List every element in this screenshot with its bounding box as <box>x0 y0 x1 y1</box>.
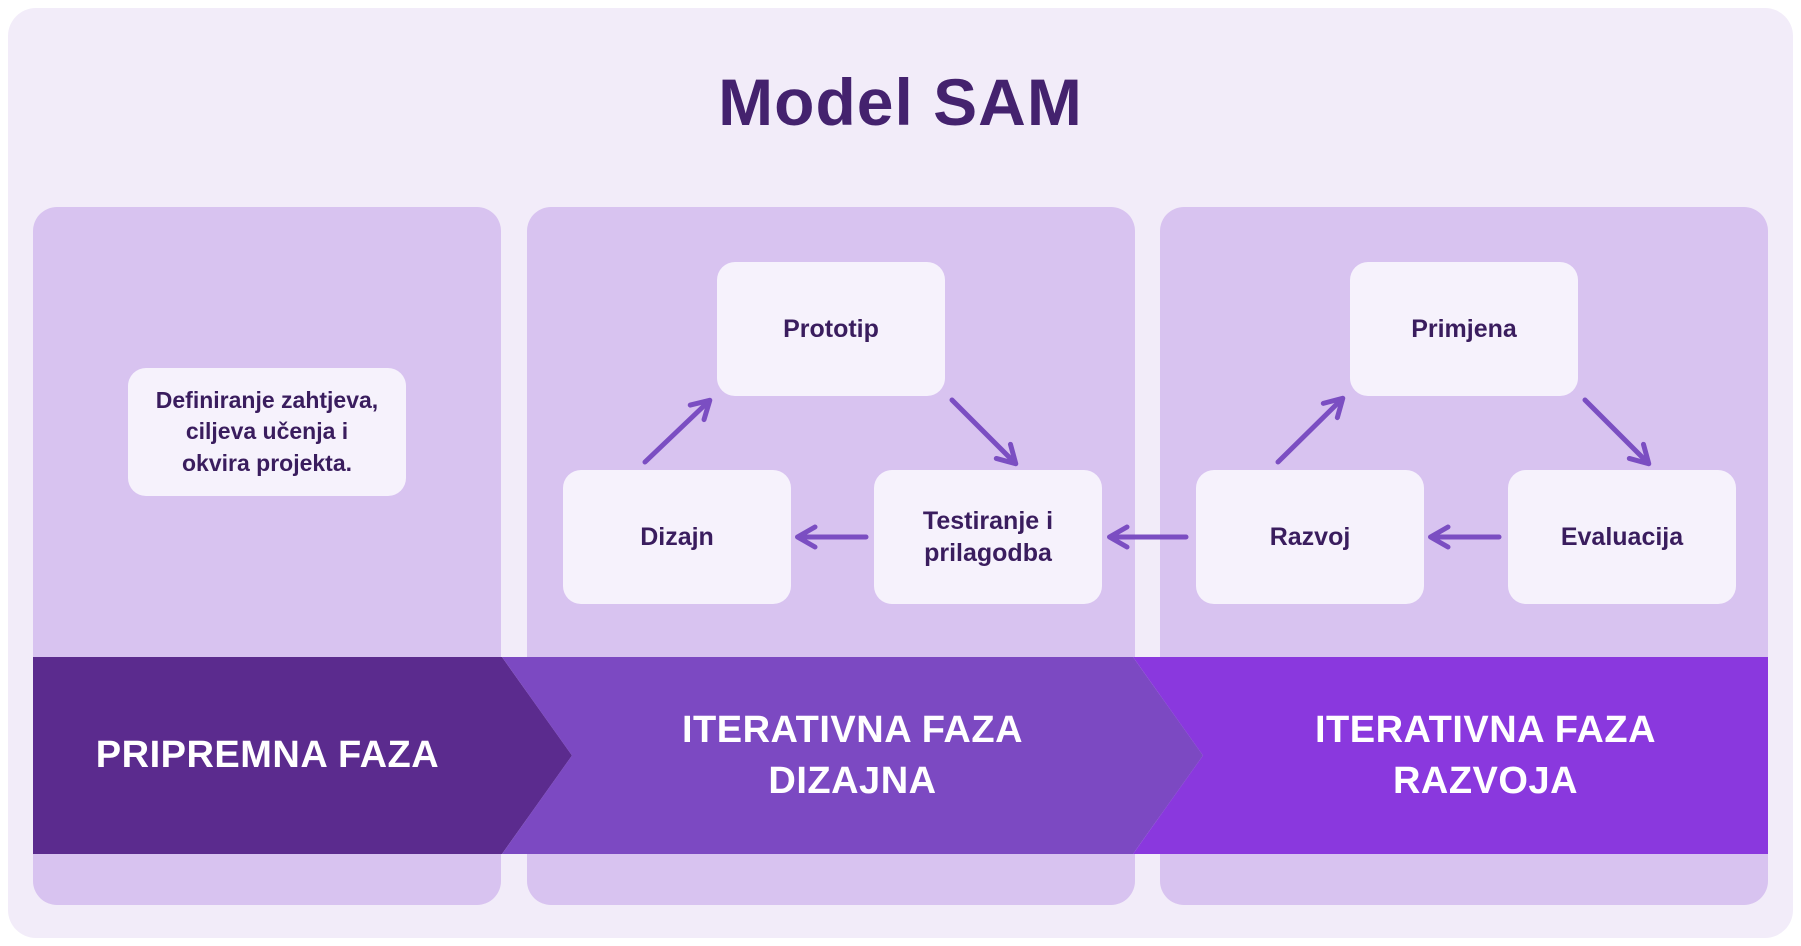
node-development-label: Razvoj <box>1269 522 1351 551</box>
node-prototype-label: Prototip <box>783 314 879 343</box>
note-card: Definiranje zahtjeva, ciljeva učenja i o… <box>128 368 406 496</box>
note-line: Definiranje zahtjeva, <box>155 387 379 414</box>
banner-development-label-line: RAZVOJA <box>1392 759 1579 802</box>
banner-development-label-line: ITERATIVNA FAZA <box>1314 709 1657 752</box>
diagram-canvas: Model SAM Definiranje zahtjeva, ciljeva … <box>8 8 1793 938</box>
banner-development: ITERATIVNA FAZA RAZVOJA <box>1133 657 1768 854</box>
node-prototype: Prototip <box>717 262 945 396</box>
node-design-label: Dizajn <box>640 522 714 551</box>
node-testing-label-line: prilagodba <box>924 539 1052 567</box>
banner-design-label-line: DIZAJNA <box>768 759 937 802</box>
note-line: okvira projekta. <box>181 449 353 476</box>
node-evaluation: Evaluacija <box>1508 470 1736 604</box>
node-testing: Testiranje i prilagodba <box>874 470 1102 604</box>
node-implementation-label: Primjena <box>1411 314 1517 343</box>
node-design: Dizajn <box>563 470 791 604</box>
banner-design: ITERATIVNA FAZA DIZAJNA <box>502 657 1203 854</box>
note-line: ciljeva učenja i <box>185 418 349 445</box>
diagram-title: Model SAM <box>718 65 1083 139</box>
banner-preparation: PRIPREMNA FAZA <box>33 657 572 854</box>
banner-preparation-label: PRIPREMNA FAZA <box>95 734 440 777</box>
banner-design-label-line: ITERATIVNA FAZA <box>681 709 1024 752</box>
node-evaluation-label: Evaluacija <box>1560 522 1684 551</box>
node-testing-label-line: Testiranje i <box>922 506 1054 535</box>
node-implementation: Primjena <box>1350 262 1578 396</box>
node-development: Razvoj <box>1196 470 1424 604</box>
